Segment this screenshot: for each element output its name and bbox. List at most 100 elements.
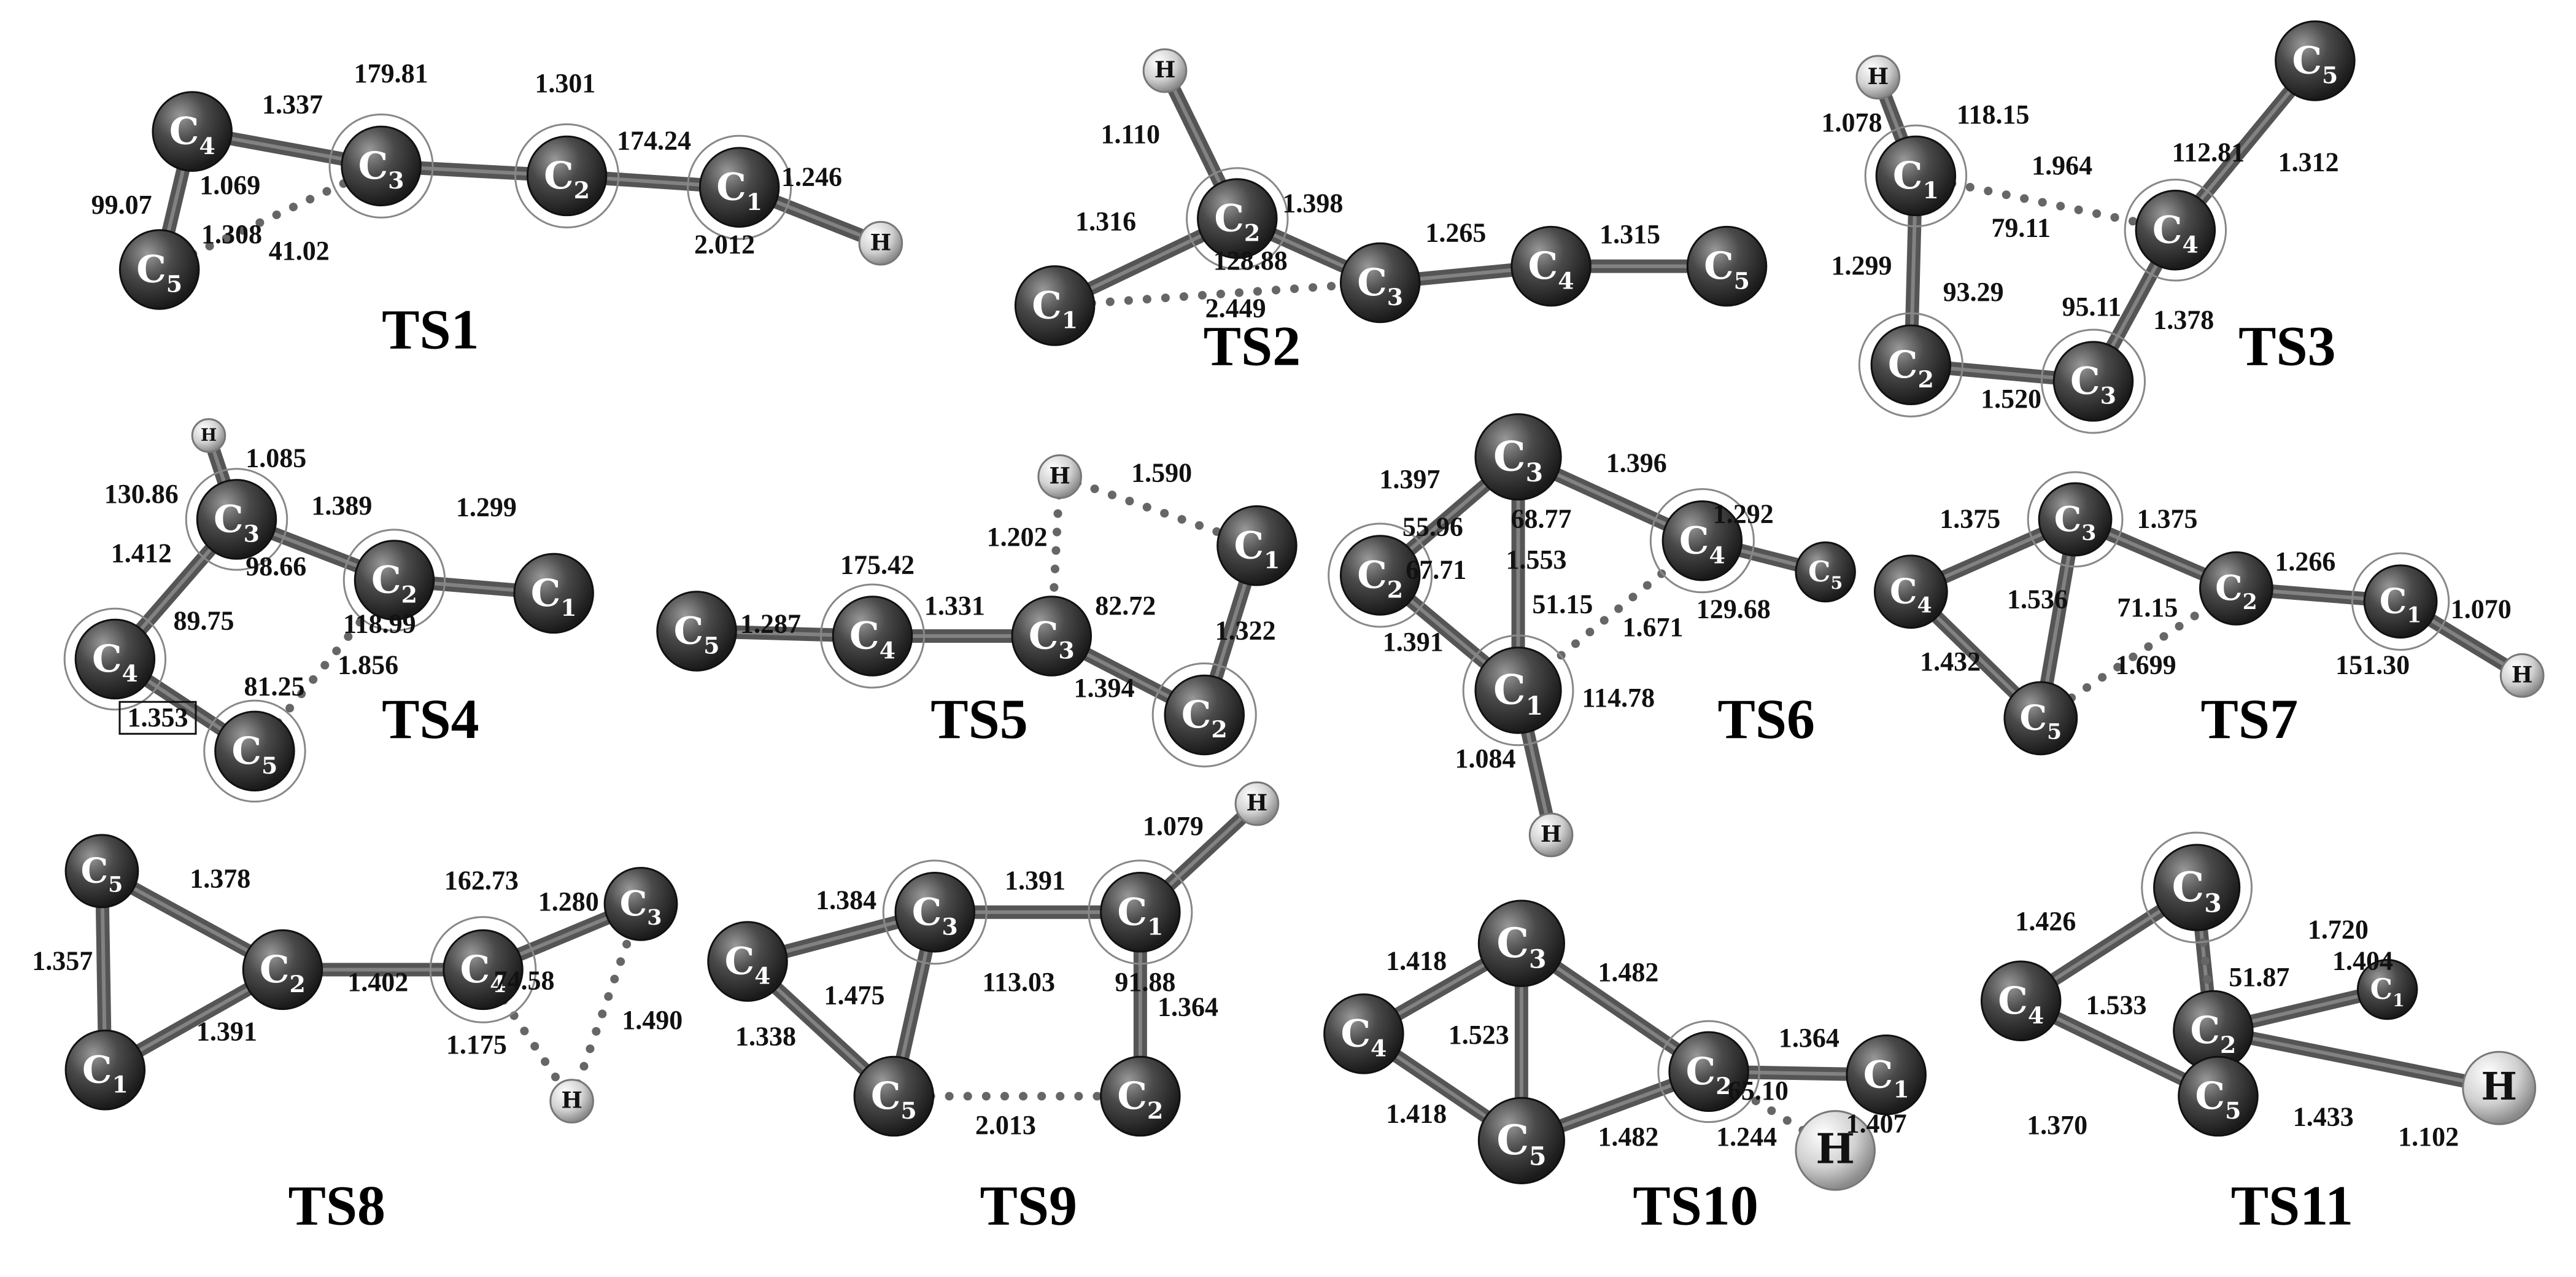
ts7-value-4: 1.266 bbox=[2275, 546, 2335, 576]
ts11-atom-c3: C3 bbox=[2153, 844, 2241, 931]
ts9-value-1: 1.384 bbox=[816, 885, 876, 915]
ts9-atom-c3: C3 bbox=[894, 871, 975, 953]
ts3-value-7: 93.29 bbox=[1943, 277, 2004, 307]
ts10-atom-h: H bbox=[1795, 1110, 1876, 1191]
ts1-atom-sphere-4 bbox=[858, 220, 903, 266]
ts1-atom-symbol-0: C bbox=[169, 110, 199, 153]
ts7-atom-label-3: C1 bbox=[2380, 581, 2422, 628]
ts9-atom-symbol-4: C bbox=[871, 1074, 901, 1118]
ts10-atom-symbol-0: C bbox=[1496, 919, 1529, 967]
ts3-atom-h: H bbox=[1855, 55, 1901, 100]
ts11-partial-bond-0 bbox=[2192, 883, 2218, 1035]
ts6-value-0: 1.397 bbox=[1379, 464, 1440, 494]
ts1-atom-label-0: C4 bbox=[169, 110, 215, 160]
ts3-atom-number-2: 5 bbox=[2322, 61, 2338, 89]
ts5-angle-arc-0 bbox=[819, 583, 926, 689]
ts10-atom-symbol-4: C bbox=[1496, 1116, 1529, 1164]
ts10-value-1: 1.482 bbox=[1598, 957, 1658, 987]
ts9-atom-label-3: C1 bbox=[1117, 890, 1163, 940]
ts7-atom-label-0: C3 bbox=[2054, 499, 2097, 546]
ts3-atom-label-3: C4 bbox=[2152, 208, 2199, 258]
ts11-atom-symbol-4: C bbox=[2195, 1074, 2226, 1118]
ts8-atom-sphere-4 bbox=[603, 866, 678, 941]
ts11-atom-sphere-3 bbox=[2356, 958, 2418, 1020]
ts9-atom-number-3: 1 bbox=[1147, 912, 1163, 940]
ts9-atom-sphere-3 bbox=[1100, 871, 1181, 953]
ts3-atom-sphere-3 bbox=[2135, 190, 2216, 271]
ts3-atom-c1: C1 bbox=[1875, 135, 1957, 217]
ts1-atom-sphere-2 bbox=[526, 135, 608, 217]
ts8-title: TS8 bbox=[288, 1174, 386, 1236]
ts8-atom-label-3: C4 bbox=[460, 948, 506, 998]
ts3-title: TS3 bbox=[2238, 314, 2336, 377]
ts7-atom-symbol-2: C bbox=[2215, 568, 2243, 608]
ts1-partial-bond-0 bbox=[155, 161, 386, 274]
ts1-angle-arc-1 bbox=[514, 123, 620, 228]
ts8-atom-sphere-2 bbox=[64, 1029, 146, 1111]
ts6-value-12: 1.084 bbox=[1455, 743, 1516, 774]
ts10-atom-label-0: C3 bbox=[1496, 919, 1546, 974]
ts1-atom-c1: C1 bbox=[698, 147, 780, 228]
ts5-atom-number-4: 3 bbox=[1058, 637, 1074, 664]
ts9-atom-label-4: C5 bbox=[871, 1074, 917, 1124]
ts4-atom-c1: C1 bbox=[513, 553, 594, 634]
ts5-atom-symbol-3: C bbox=[849, 615, 880, 658]
ts10-title: TS10 bbox=[1633, 1174, 1758, 1236]
ts2-atom-sphere-4 bbox=[1510, 225, 1592, 307]
ts2-angle-arc-0 bbox=[1186, 167, 1289, 270]
ts8-atom-symbol-5: H bbox=[561, 1087, 582, 1114]
ts6-value-1: 1.396 bbox=[1606, 448, 1667, 478]
ts6-atom-sphere-5 bbox=[1528, 812, 1574, 858]
ts7-atom-h: H bbox=[2499, 653, 2545, 698]
ts11-atom-sphere-4 bbox=[2178, 1055, 2259, 1137]
ts6-atom-symbol-4: C bbox=[1493, 666, 1526, 714]
ts8-value-1: 1.357 bbox=[32, 945, 93, 976]
ts3-atom-number-4: 2 bbox=[1917, 365, 1933, 393]
ts4-angle-arc-1 bbox=[342, 529, 446, 632]
ts10-atom-label-3: C1 bbox=[1863, 1053, 1909, 1103]
ts2-atom-symbol-2: C bbox=[1032, 284, 1062, 327]
ts5-value-4: 1.331 bbox=[924, 591, 985, 621]
ts4-value-3: 1.299 bbox=[456, 492, 517, 522]
ts6-value-3: 68.77 bbox=[1511, 503, 1572, 534]
ts3-atom-symbol-4: C bbox=[1888, 343, 1918, 387]
ts9-title: TS9 bbox=[980, 1174, 1078, 1236]
ts3-atom-label-0: H bbox=[1868, 63, 1889, 90]
ts8-atom-sphere-0 bbox=[64, 834, 139, 909]
ts6-atom-number-3: 5 bbox=[1830, 572, 1843, 593]
ts4-atom-sphere-2 bbox=[354, 540, 435, 621]
ts5-atom-number-3: 4 bbox=[880, 637, 895, 664]
ts4-atom-sphere-3 bbox=[513, 553, 594, 634]
ts4-atom-number-1: 3 bbox=[244, 520, 260, 548]
ts3-atom-c3: C3 bbox=[2052, 341, 2134, 422]
ts7-atom-label-4: C5 bbox=[2020, 698, 2062, 745]
ts1-value-7: 1.308 bbox=[201, 219, 262, 249]
ts9-atom-number-1: 4 bbox=[754, 962, 770, 990]
ts4-atom-symbol-2: C bbox=[371, 559, 401, 602]
ts10-atom-c4: C4 bbox=[1323, 993, 1404, 1074]
ts8-value-3: 1.402 bbox=[347, 967, 408, 997]
ts3-angle-arc-0 bbox=[1864, 124, 1968, 228]
ts1-value-3: 174.24 bbox=[617, 126, 691, 156]
ts2-atom-number-5: 5 bbox=[1734, 266, 1750, 294]
ts10-angle-arc-0 bbox=[1657, 1020, 1760, 1124]
ts6-value-11: 114.78 bbox=[1582, 683, 1655, 713]
ts4-atom-number-4: 4 bbox=[122, 659, 138, 687]
ts8-atom-c4: C4 bbox=[443, 929, 524, 1011]
ts6-value-10: 1.391 bbox=[1383, 627, 1444, 657]
ts6-atom-label-2: C4 bbox=[1679, 519, 1725, 569]
ts6-atom-c4: C4 bbox=[1661, 500, 1743, 581]
ts7-value-8: 151.30 bbox=[2335, 650, 2410, 680]
ts2-atom-c2: C2 bbox=[1197, 178, 1278, 259]
ts6-atom-number-4: 1 bbox=[1526, 691, 1544, 721]
ts2-atom-label-3: C3 bbox=[1357, 261, 1403, 311]
ts8-atom-c1: C1 bbox=[64, 1029, 146, 1111]
ts9-atom-c5: C5 bbox=[853, 1055, 935, 1137]
ts5-atom-label-4: C3 bbox=[1029, 615, 1075, 664]
ts1-atom-number-3: 1 bbox=[746, 188, 762, 215]
ts6-atom-symbol-2: C bbox=[1679, 519, 1709, 562]
ts11-angle-arc-0 bbox=[2141, 831, 2253, 944]
ts11-atom-c4: C4 bbox=[1980, 960, 2062, 1042]
ts7-atom-symbol-4: C bbox=[2020, 698, 2048, 739]
